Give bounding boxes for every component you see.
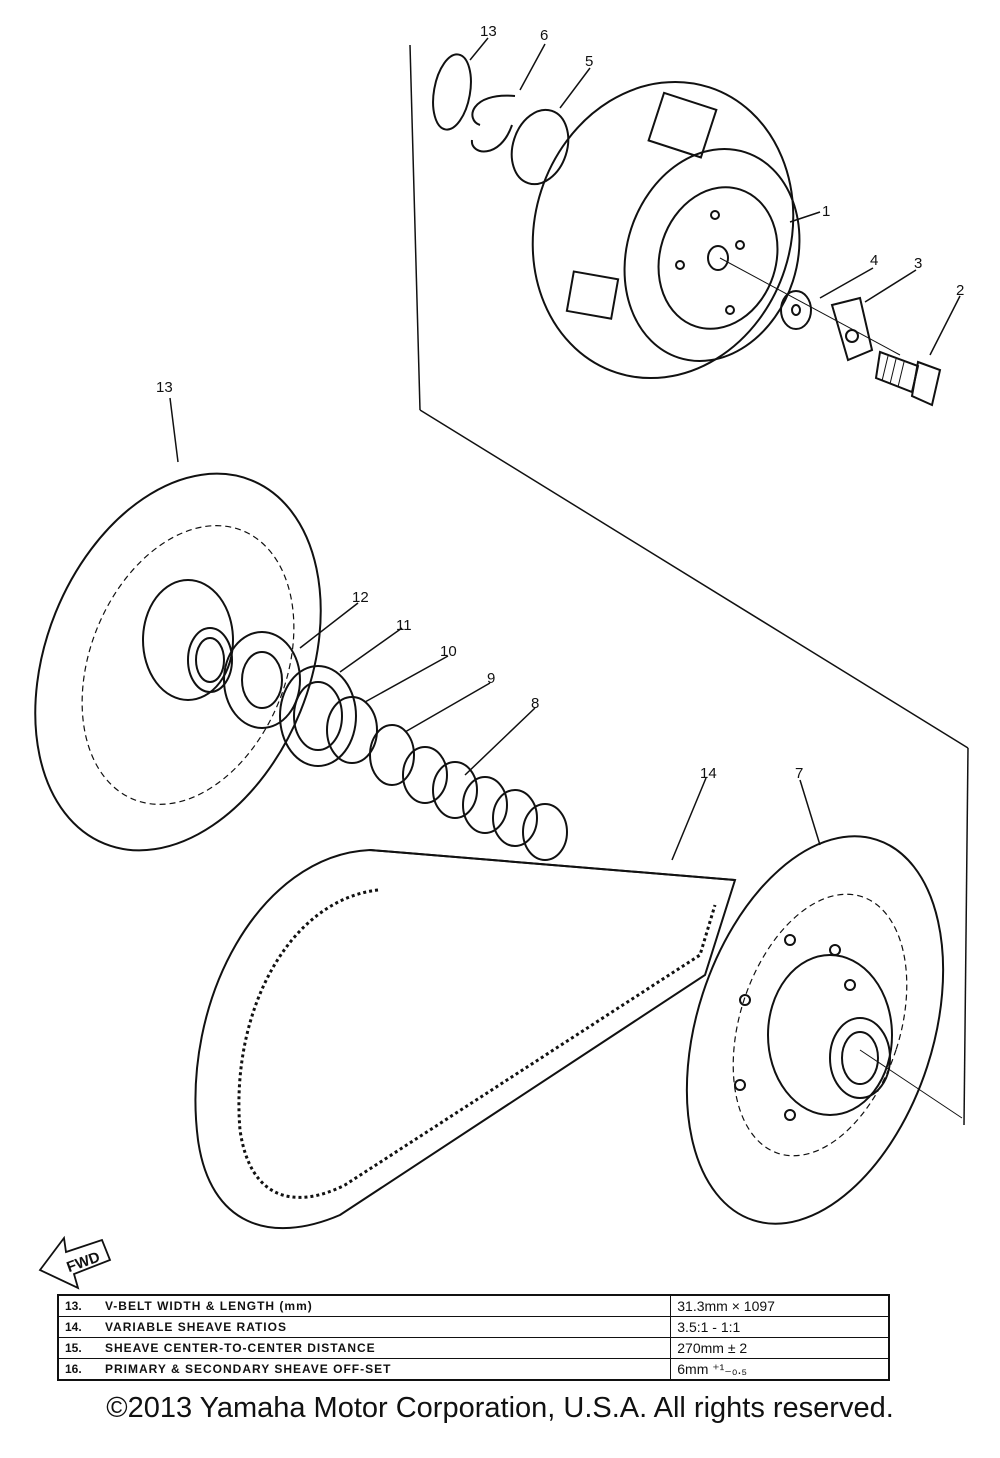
snap-ring: [510, 108, 570, 186]
spec-row: 13. V-BELT WIDTH & LENGTH (mm) 31.3mm × …: [57, 1294, 890, 1317]
callout-12: 12: [352, 589, 369, 606]
bolt: [874, 350, 942, 407]
spec-description: SHEAVE CENTER-TO-CENTER DISTANCE: [98, 1337, 672, 1359]
spacer-collar: [326, 696, 378, 764]
callout-8: 8: [531, 695, 539, 712]
split-collar-halves: [470, 94, 516, 153]
spec-value: 6mm ⁺¹₋₀.₅: [670, 1358, 890, 1381]
spec-row: 15. SHEAVE CENTER-TO-CENTER DISTANCE 270…: [57, 1337, 890, 1359]
spec-description: V-BELT WIDTH & LENGTH (mm): [98, 1294, 672, 1317]
spec-value: 31.3mm × 1097: [670, 1294, 890, 1317]
spec-number: 13.: [57, 1294, 99, 1317]
spec-description: PRIMARY & SECONDARY SHEAVE OFF-SET: [98, 1358, 672, 1381]
callout-1: 1: [822, 203, 830, 220]
spec-number: 16.: [57, 1358, 99, 1381]
spec-description: VARIABLE SHEAVE RATIOS: [98, 1316, 672, 1338]
exploded-parts-diagram: FWD 13 6 5 1 4 3 2 13 12 11 10 9 8 14 7: [34, 23, 969, 1290]
fwd-arrow: [38, 1235, 112, 1290]
callout-10: 10: [440, 643, 457, 660]
callout-3: 3: [914, 255, 922, 272]
callout-9: 9: [487, 670, 495, 687]
fwd-label: FWD: [64, 1248, 102, 1276]
spec-number: 14.: [57, 1316, 99, 1338]
callout-11: 11: [396, 617, 412, 634]
callout-7: 7: [795, 765, 803, 782]
oil-seal: [279, 665, 357, 767]
lock-plate: [830, 296, 874, 362]
spec-row: 14. VARIABLE SHEAVE RATIOS 3.5:1 - 1:1: [57, 1316, 890, 1338]
secondary-sheave-fixed: [34, 472, 322, 852]
spec-row: 16. PRIMARY & SECONDARY SHEAVE OFF-SET 6…: [57, 1358, 890, 1381]
primary-sheave-cover: [531, 80, 801, 380]
callout-13: 13: [156, 379, 173, 396]
compression-spring: [402, 746, 568, 861]
leader-lines: [169, 37, 961, 861]
spring-seat: [369, 724, 415, 786]
callout-5: 5: [585, 53, 593, 70]
washer: [780, 290, 812, 330]
callout-13-top: 13: [480, 23, 497, 40]
v-belt: [194, 848, 737, 1230]
callout-2: 2: [956, 282, 964, 299]
callout-6: 6: [540, 27, 548, 44]
copyright-notice: ©2013 Yamaha Motor Corporation, U.S.A. A…: [106, 1392, 894, 1424]
secondary-sheave-sliding: [685, 835, 945, 1225]
callout-14: 14: [700, 765, 717, 782]
spec-number: 15.: [57, 1337, 99, 1359]
spec-value: 270mm ± 2: [670, 1337, 890, 1359]
specification-table: 13. V-BELT WIDTH & LENGTH (mm) 31.3mm × …: [57, 1294, 890, 1381]
assembly-guide-lines: [409, 44, 969, 1126]
thrust-washer-top: [432, 53, 472, 131]
callout-4: 4: [870, 252, 878, 269]
bearing: [223, 631, 301, 729]
spec-value: 3.5:1 - 1:1: [670, 1316, 890, 1338]
